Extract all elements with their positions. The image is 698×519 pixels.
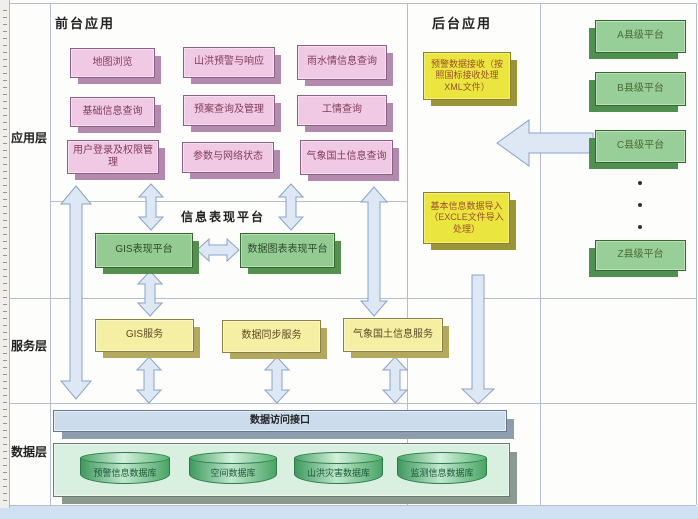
app-box-basic-info-query: 基础信息查询 [70, 97, 155, 127]
service-box-weather-land: 气象国土信息服务 [343, 318, 443, 352]
database-cylinder-flood-disaster: 山洪灾害数据库 [294, 452, 383, 484]
layer-label-application: 应用层 [10, 131, 47, 145]
frame-line-data [8, 403, 696, 404]
frame-line-left [50, 3, 51, 505]
county-ellipsis-dot [638, 203, 642, 207]
database-cylinder-spatial: 空间数据库 [189, 452, 277, 484]
database-cylinder-warning-info: 预警信息数据库 [80, 452, 170, 484]
cylinder-top [294, 452, 383, 464]
county-ellipsis-dot [638, 225, 642, 229]
app-box-weather-land-query: 气象国土信息查询 [300, 140, 393, 175]
app-box-plan-query-manage: 预案查询及管理 [183, 95, 275, 126]
database-cylinder-monitor-info: 监测信息数据库 [397, 452, 487, 484]
arrow-backend-to-dataaccess [460, 274, 496, 405]
service-box-data-sync: 数据同步服务 [222, 320, 321, 353]
frame-line-back-right [540, 3, 541, 505]
county-platform-z: Z县级平台 [595, 240, 686, 271]
presentation-box-data-chart: 数据图表表现平台 [240, 233, 335, 268]
backend-box-warning-receive: 预警数据接收（按照国标接收处理XML文件） [423, 52, 511, 100]
database-label: 空间数据库 [210, 467, 256, 478]
arrow-gis-to-chart-platform [196, 237, 240, 263]
frame-line-service [8, 298, 696, 299]
backend-box-basic-import: 基本信息数据导入（EXCLE文件导入处理） [423, 192, 510, 244]
frame-line-front-back [407, 3, 408, 505]
front-area-title: 前台应用 [55, 16, 116, 31]
arrow-gis-service-to-dataaccess [135, 356, 163, 404]
database-label: 山洪灾害数据库 [306, 467, 370, 478]
app-box-flood-warning-response: 山洪预警与响应 [183, 47, 275, 78]
county-ellipsis-dot [638, 181, 642, 185]
arrow-app-to-presentation-2 [277, 183, 305, 231]
vertical-ruler [0, 0, 10, 508]
arrow-weather-service-to-dataaccess [381, 356, 409, 404]
service-box-gis: GIS服务 [95, 319, 194, 352]
county-platform-a: A县级平台 [595, 20, 686, 53]
arrow-county-to-backend [496, 119, 594, 167]
app-box-project-status-query: 工情查询 [297, 95, 387, 126]
cylinder-top [80, 452, 170, 464]
app-box-param-network-status: 参数与网络状态 [182, 142, 274, 173]
frame-line-presentation [50, 201, 407, 202]
arrow-app-to-presentation-1 [137, 183, 165, 231]
app-box-user-login-permission: 用户登录及权限管理 [67, 140, 159, 174]
app-box-map-browse: 地图浏览 [70, 48, 155, 78]
page-bottom-strip [0, 506, 698, 519]
cylinder-top [189, 452, 277, 464]
frame-line-bottom [8, 505, 696, 506]
data-access-interface-bar: 数据访问接口 [53, 410, 507, 432]
layer-label-service: 服务层 [10, 339, 47, 353]
arrow-gis-platform-to-gis-service [136, 270, 164, 317]
cylinder-top [397, 452, 487, 464]
database-label: 预警信息数据库 [93, 467, 157, 478]
presentation-box-gis: GIS表现平台 [95, 233, 193, 268]
app-box-rain-water-info-query: 雨水情信息查询 [297, 45, 387, 80]
arrow-sync-service-to-dataaccess [263, 356, 291, 404]
layer-label-data: 数据层 [10, 445, 47, 459]
county-platform-c: C县级平台 [595, 130, 686, 163]
frame-line-right [696, 3, 697, 505]
frame-line-top [8, 3, 696, 4]
arrow-app-to-weather-service [359, 186, 389, 317]
county-platform-b: B县级平台 [595, 72, 686, 106]
back-area-title: 后台应用 [432, 16, 493, 31]
arrow-app-to-dataaccess-left [59, 185, 93, 400]
database-label: 监测信息数据库 [410, 467, 474, 478]
presentation-area-title: 信息表现平台 [181, 210, 266, 224]
